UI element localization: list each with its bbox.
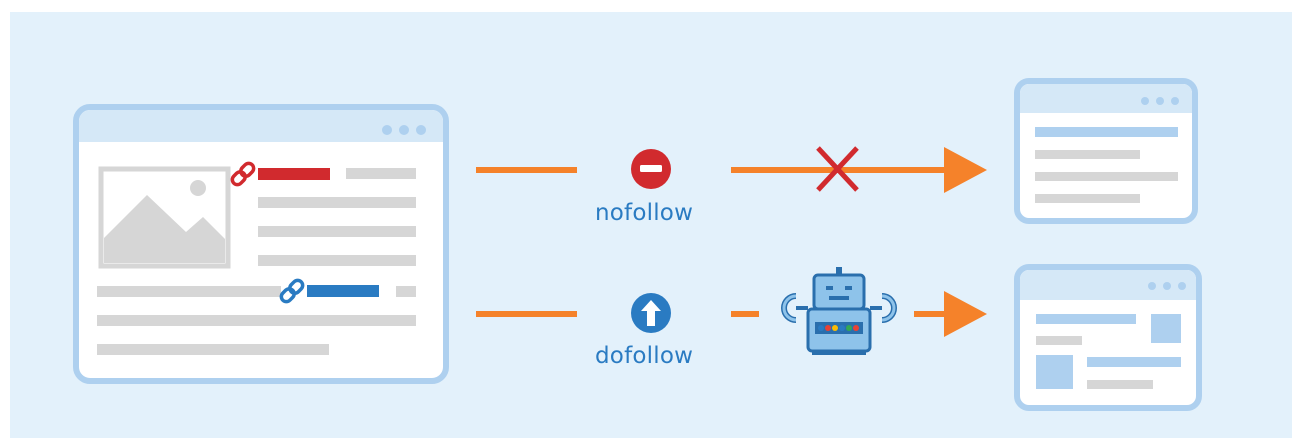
target-page-nofollow bbox=[1014, 78, 1198, 224]
image-placeholder-icon bbox=[98, 166, 231, 269]
dofollow-path bbox=[476, 291, 987, 337]
target-page-dofollow bbox=[1014, 264, 1202, 411]
source-webpage-window bbox=[73, 104, 449, 384]
dofollow-label: dofollow bbox=[595, 343, 694, 369]
nofollow-link-icon bbox=[230, 161, 256, 187]
text-line bbox=[258, 255, 416, 266]
window-dots-icon bbox=[1141, 97, 1179, 105]
nofollow-label: nofollow bbox=[595, 200, 694, 226]
arrow-head-icon bbox=[944, 291, 987, 337]
up-arrow-icon bbox=[631, 293, 671, 333]
text-line bbox=[258, 226, 416, 237]
no-entry-icon bbox=[631, 149, 671, 189]
arrow-head-icon bbox=[944, 147, 987, 193]
text-line bbox=[396, 286, 416, 297]
dofollow-anchor-text bbox=[307, 285, 379, 297]
window-dots-icon bbox=[382, 125, 426, 135]
nofollow-path bbox=[476, 146, 987, 193]
text-line bbox=[258, 197, 416, 208]
text-line bbox=[97, 286, 281, 297]
x-mark-icon bbox=[816, 146, 859, 192]
dofollow-link-icon bbox=[279, 278, 305, 304]
window-dots-icon bbox=[1148, 282, 1186, 290]
googlebot-robot-icon bbox=[781, 267, 897, 355]
text-line bbox=[97, 344, 329, 355]
text-line bbox=[346, 168, 416, 179]
nofollow-anchor-text bbox=[258, 168, 330, 180]
text-line bbox=[97, 315, 416, 326]
